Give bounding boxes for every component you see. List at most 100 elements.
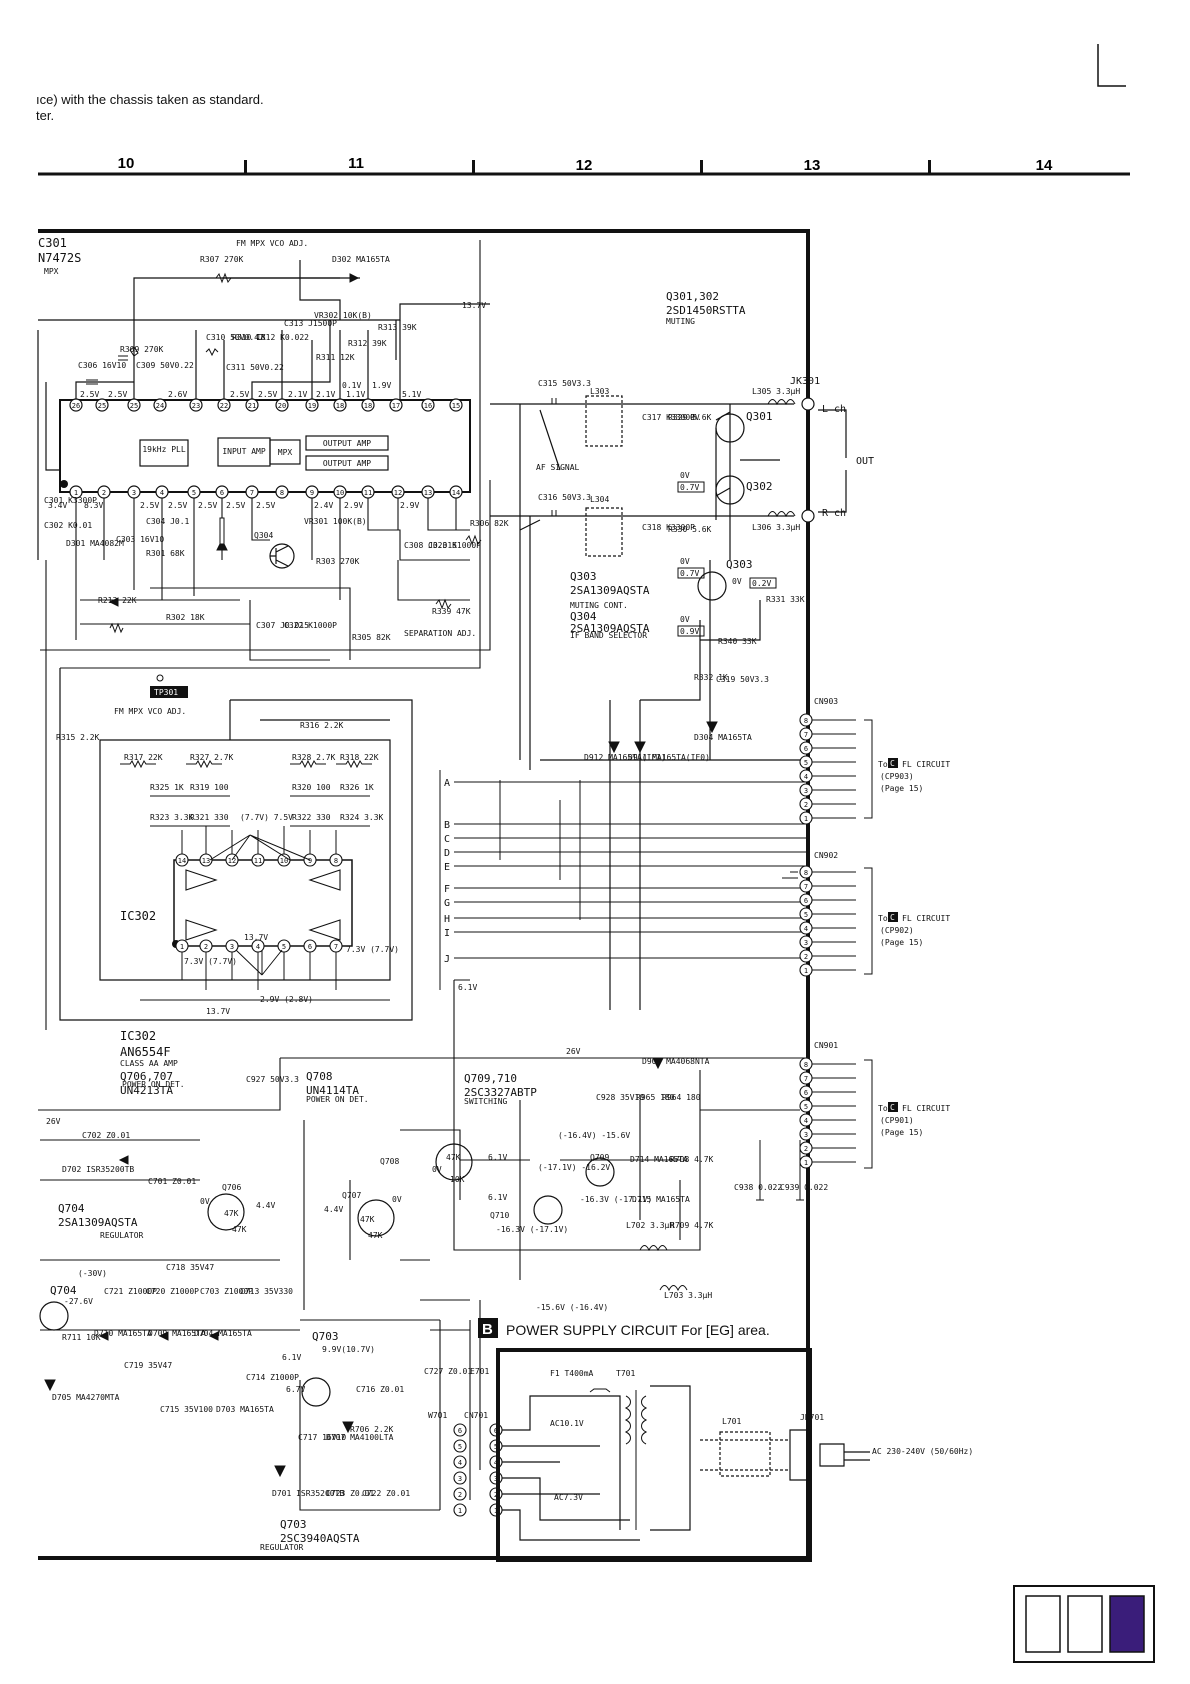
t701-label: T701	[616, 1369, 635, 1378]
jk301-terminals	[801, 397, 815, 523]
c723-label: C723 Z0.01	[326, 1489, 374, 1498]
pin-label: 16	[424, 402, 432, 410]
pin-label: 9	[308, 857, 312, 865]
c304-label: C304 J0.1	[146, 517, 190, 526]
r313-label: R313 39K	[378, 323, 417, 332]
r322-label: R322 330	[292, 813, 331, 822]
cn903-page: (Page 15)	[880, 784, 923, 793]
rch-label: R ch	[822, 508, 846, 519]
pin-label: 1	[180, 943, 184, 951]
ic302-vlow2: 7.3V (7.7V)	[346, 945, 399, 954]
r316-label: R316 2.2K	[300, 721, 344, 730]
page-nav-box-2[interactable]	[1067, 1595, 1103, 1653]
l305-label: L305 3.3μH	[752, 387, 800, 396]
d714-label: D714 MA165TA	[630, 1155, 688, 1164]
ac101-label: AC10.1V	[550, 1419, 584, 1428]
c316-label: C316 50V3.3	[538, 493, 591, 502]
bus-e: E	[444, 862, 450, 873]
v02-label: 0.2V	[752, 579, 771, 588]
grid-col-13: 13	[804, 157, 821, 174]
jk701-label: JK701	[800, 1413, 824, 1422]
psu-transformer	[589, 1388, 648, 1530]
block-output-amp-1	[305, 435, 389, 451]
pin-label: 3	[804, 939, 808, 947]
q708-symbol	[435, 1143, 473, 1181]
pin-label: 12	[394, 489, 402, 497]
q304-top-label: Q304	[254, 531, 273, 540]
v30-label: (-30V)	[78, 1269, 107, 1278]
volt-label: 2.5V	[256, 501, 275, 510]
v09-label: 0.9V	[680, 627, 699, 636]
c315-label: C315 50V3.3	[538, 379, 591, 388]
q704-part: 2SA1309AQSTA	[58, 1216, 138, 1229]
bus-i: I	[444, 928, 450, 939]
bus-j: J	[444, 954, 450, 965]
vr302-label: VR302 10K(B)	[314, 311, 372, 320]
r301-label: R301 68K	[146, 549, 185, 558]
r302-label: R302 18K	[166, 613, 205, 622]
q301-302-func: MUTING	[666, 317, 695, 326]
q708-label: Q708	[380, 1157, 399, 1166]
pin-label: 8	[804, 1061, 808, 1069]
v0-label: 0V	[680, 471, 690, 480]
pin-label: 3	[132, 489, 136, 497]
muting-value-boxes	[677, 481, 777, 637]
bus-d: D	[444, 848, 450, 859]
q709-710-func: SWITCHING	[464, 1097, 508, 1106]
ic301-bottom-parts	[108, 517, 482, 634]
r306-label: R306 82K	[470, 519, 509, 528]
ic302-vmid: (7.7V) 7.5V	[240, 813, 293, 822]
pin-label: 21	[248, 402, 256, 410]
ic302-vlow1: 7.3V (7.7V)	[184, 957, 237, 966]
v61-q708-e: 6.1V	[488, 1193, 507, 1202]
l306-label: L306 3.3μH	[752, 523, 800, 532]
pin-label: 8	[804, 869, 808, 877]
d701-label: D701 ISR35200TB	[272, 1489, 344, 1498]
c939-label: C939 0.022	[780, 1183, 828, 1192]
c703-label: C703 Z1000P	[200, 1287, 253, 1296]
pin-label: 4	[804, 773, 808, 781]
pin-label: 13	[202, 857, 210, 865]
v276-label: -27.6V	[64, 1297, 93, 1306]
c319-label: C319 50V3.3	[716, 675, 769, 684]
bus-g: G	[444, 898, 450, 909]
page-nav-box-1[interactable]	[1025, 1595, 1061, 1653]
q301-302-title: Q301,302	[666, 290, 719, 303]
cn902-cp: (CP902)	[880, 926, 914, 935]
r323-label: R323 3.3K	[150, 813, 194, 822]
tp301-point	[156, 674, 164, 682]
q704-symbol	[39, 1301, 69, 1331]
q709-710-title: Q709,710	[464, 1072, 517, 1085]
pin-label: 7	[804, 883, 808, 891]
pin	[95, 398, 109, 412]
volt-label: 2.5V	[168, 501, 187, 510]
tp301-badge	[150, 686, 188, 698]
l304-label: L304	[590, 495, 609, 504]
c717-label: C717 16V10	[298, 1433, 346, 1442]
q706-label: Q706	[222, 1183, 241, 1192]
c323-label: C323 K1000P	[428, 541, 481, 550]
pin-label: 6	[804, 745, 808, 753]
pin-label: 9	[310, 489, 314, 497]
r706-label: R706 2.2K	[350, 1425, 394, 1434]
volt-label: 2.1V	[316, 390, 335, 399]
v26-label: 26V	[566, 1047, 581, 1056]
cn901-cp: (CP901)	[880, 1116, 914, 1125]
page-nav-box-3-active[interactable]	[1109, 1595, 1145, 1653]
pin-label: 1	[804, 1159, 808, 1167]
v0-label: 0V	[680, 615, 690, 624]
pin-label: 2	[804, 801, 808, 809]
v44-label: 4.4V	[256, 1201, 275, 1210]
v44-label-2: 4.4V	[324, 1205, 343, 1214]
pin-label: 12	[228, 857, 236, 865]
ic302-leads	[100, 826, 390, 1001]
v0-label: 0V	[200, 1197, 210, 1206]
block-mpx	[269, 439, 301, 465]
pin-label: 25	[98, 402, 106, 410]
q703-title: Q703	[280, 1518, 307, 1531]
c310-label: C310 50V0.47	[206, 333, 264, 342]
pin-label: 6	[220, 489, 224, 497]
tp301-text: TP301	[154, 688, 178, 697]
pin-label: 3	[804, 787, 808, 795]
